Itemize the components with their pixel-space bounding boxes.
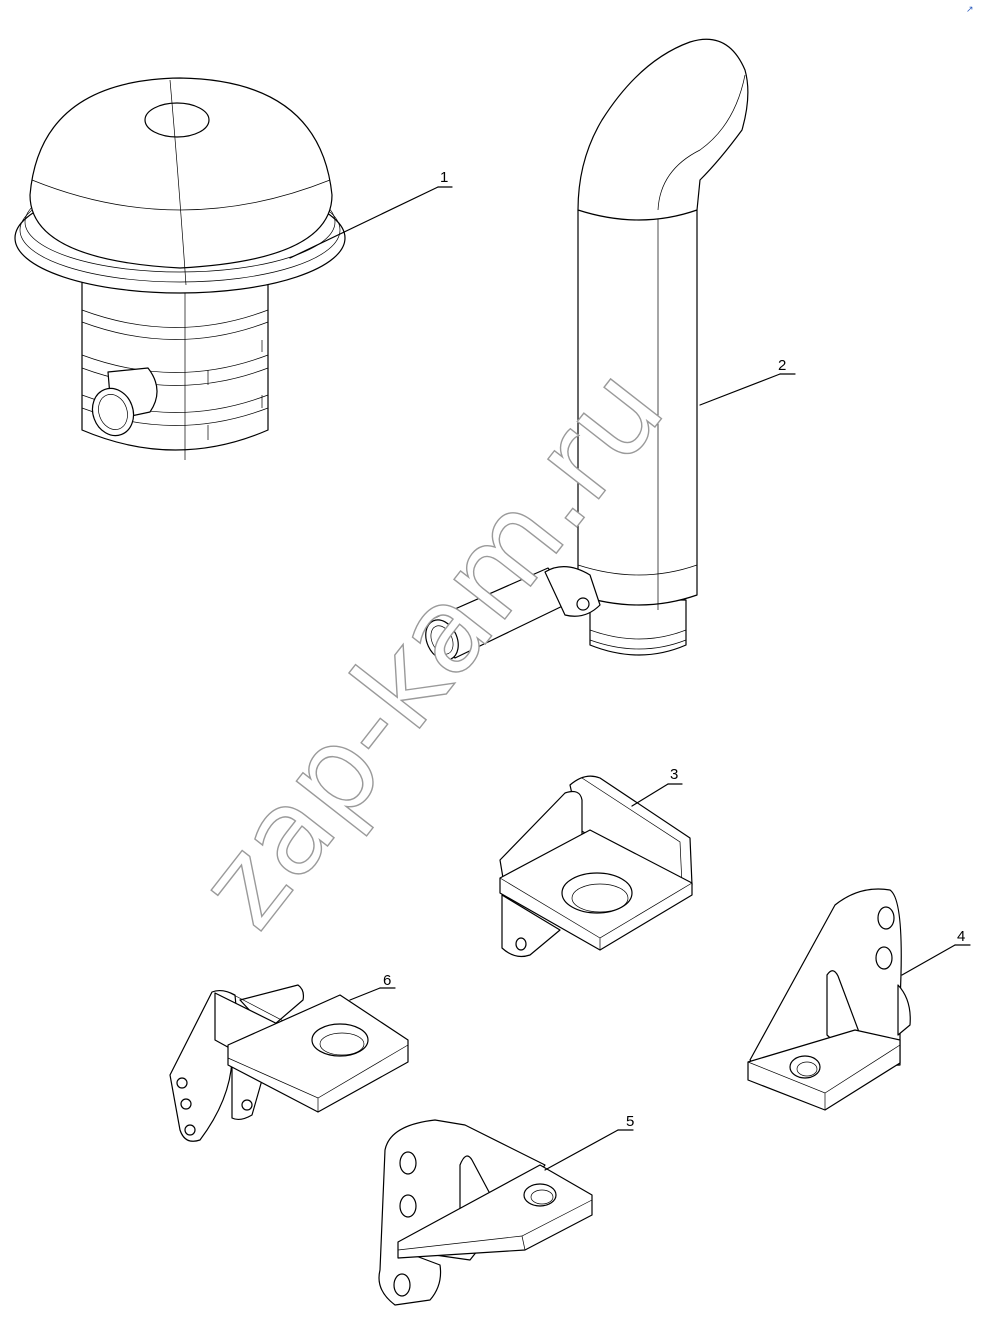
corner-mark: ↗ <box>966 5 974 15</box>
callout-6: 6 <box>383 972 391 989</box>
part-1-air-filter <box>14 77 346 460</box>
leader-6 <box>349 987 381 1001</box>
callout-2: 2 <box>778 357 786 374</box>
part-2-intake-pipe <box>425 38 749 661</box>
leader-1 <box>289 186 439 259</box>
leader-2 <box>699 373 781 406</box>
leader-3 <box>631 783 669 807</box>
part-3-bracket <box>499 775 693 958</box>
leader-4 <box>901 944 956 976</box>
part-4-bracket <box>747 888 911 1111</box>
callout-5: 5 <box>626 1113 634 1130</box>
callout-3: 3 <box>670 766 678 783</box>
callout-1: 1 <box>440 169 448 186</box>
callout-4: 4 <box>957 928 965 945</box>
part-5-bracket <box>378 1119 593 1306</box>
part-6-bracket <box>169 984 409 1142</box>
leader-5 <box>544 1129 619 1171</box>
